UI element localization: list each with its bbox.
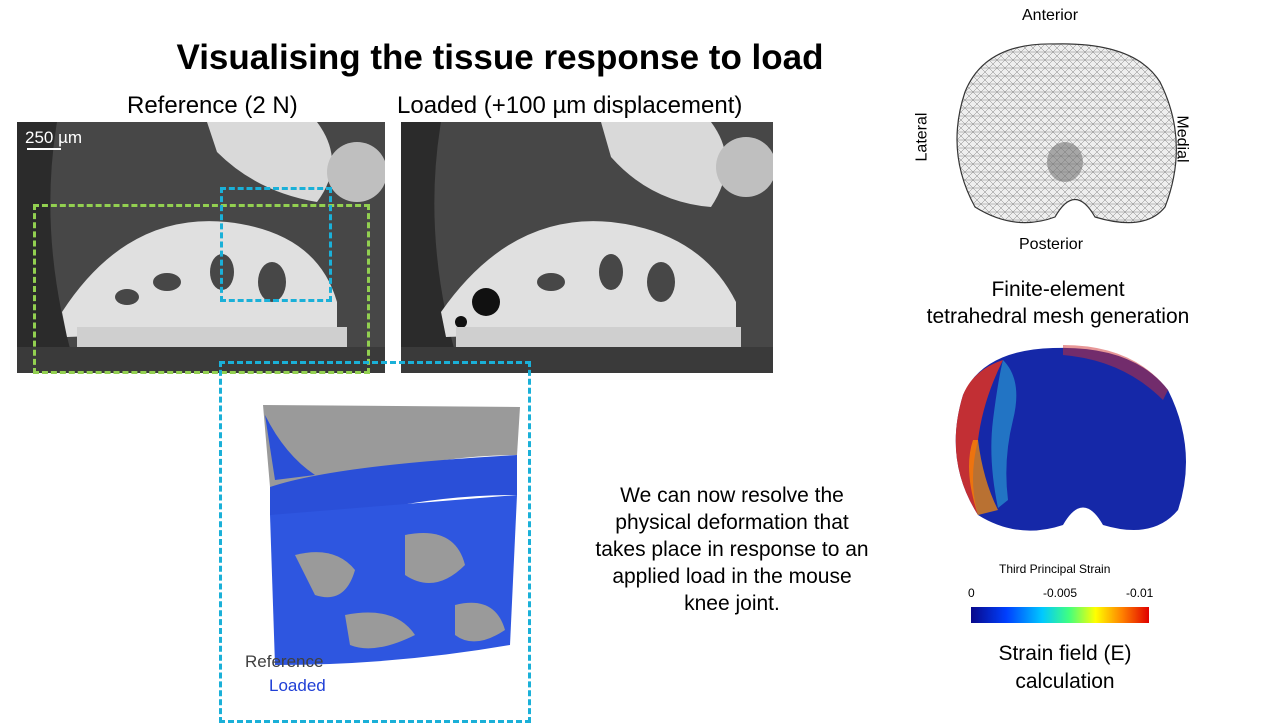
- green-roi-box: [33, 204, 370, 374]
- strain-colorbar: [971, 607, 1149, 623]
- loaded-ct-drawing: [401, 122, 773, 373]
- mesh-anterior-label: Anterior: [1022, 7, 1079, 24]
- colorbar-tick-mid: -0.005: [1043, 586, 1078, 600]
- mesh-caption: Finite-element tetrahedral mesh generati…: [900, 276, 1216, 330]
- loaded-caption: Loaded (+100 µm displacement): [397, 92, 743, 119]
- mesh-drawing: [956, 43, 1177, 224]
- legend-loaded: Loaded: [269, 676, 326, 695]
- mesh-caption-line1: Finite-element: [991, 278, 1125, 301]
- scale-bar-label: 250 µm: [25, 128, 83, 147]
- strain-field-image: [943, 340, 1196, 545]
- reference-ct-image: [17, 122, 385, 373]
- colorbar-tick-0: 0: [968, 586, 975, 600]
- reference-ct-drawing: [17, 122, 385, 373]
- 3d-overlay-drawing: [263, 405, 520, 665]
- legend-reference: Reference: [245, 652, 324, 671]
- colorbar-title: Third Principal Strain: [999, 562, 1111, 576]
- mesh-lateral-label: Lateral: [913, 112, 931, 162]
- mesh-posterior-label: Posterior: [1019, 236, 1084, 253]
- description-text: We can now resolve the physical deformat…: [595, 484, 869, 615]
- strain-field-drawing: [955, 345, 1186, 531]
- reference-caption: Reference (2 N): [127, 92, 298, 119]
- scale-bar: [27, 148, 61, 150]
- 3d-overlay-render: [255, 395, 525, 675]
- blue-roi-box: [220, 187, 332, 302]
- strain-caption-line2: calculation: [1015, 670, 1115, 693]
- strain-caption: Strain field (E) calculation: [930, 640, 1200, 696]
- colorbar-tick-max: -0.01: [1126, 586, 1154, 600]
- mesh-caption-line2: tetrahedral mesh generation: [926, 305, 1190, 328]
- loaded-ct-image: [401, 122, 773, 373]
- slide-title: Visualising the tissue response to load: [176, 38, 824, 77]
- tetrahedral-mesh-image: [945, 32, 1195, 237]
- strain-caption-line1: Strain field (E): [998, 642, 1132, 665]
